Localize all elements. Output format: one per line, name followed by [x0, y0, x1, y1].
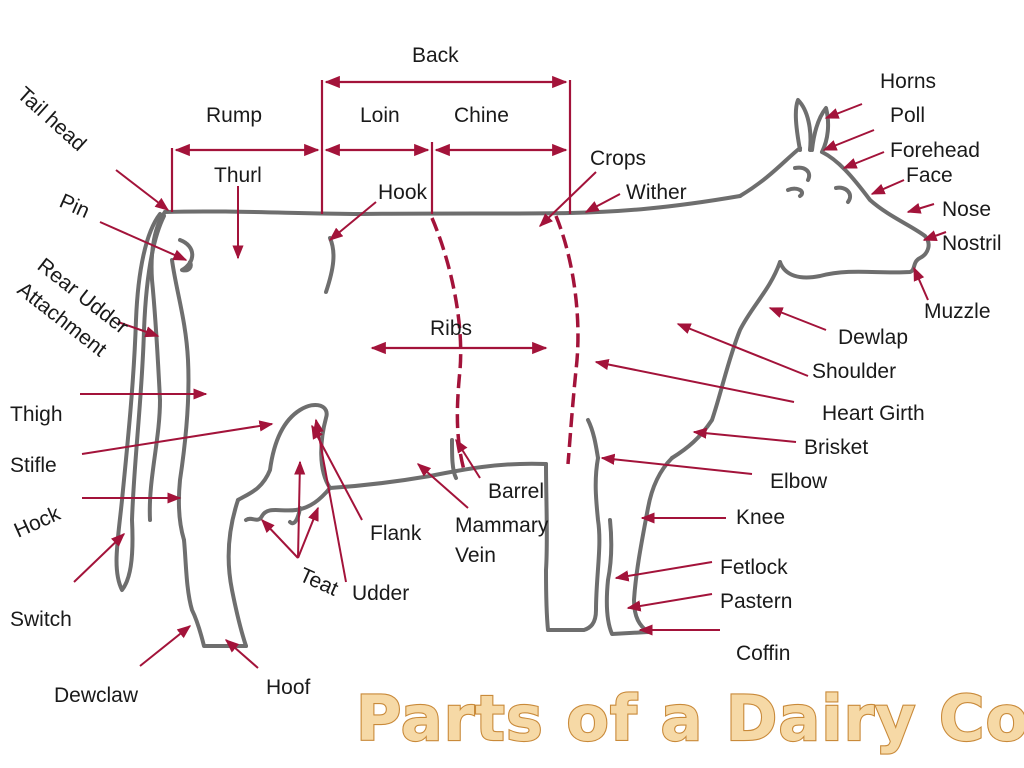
label-mammary-line1: Mammary [455, 514, 549, 537]
fetlock-arrow [616, 562, 712, 578]
hook-arrow [330, 202, 376, 240]
label-horns: Horns [880, 70, 936, 93]
label-udder: Udder [352, 582, 409, 605]
pointer-arrows [74, 104, 946, 668]
hind-hoof [184, 540, 246, 646]
label-rump: Rump [206, 104, 262, 127]
label-loin: Loin [360, 104, 400, 127]
label-tail-head: Tail head [13, 83, 91, 156]
elbow-arrow [602, 458, 752, 474]
label-pin: Pin [56, 190, 93, 223]
shoulder-arrow [678, 324, 808, 376]
label-fetlock: Fetlock [720, 556, 788, 579]
label-back: Back [412, 44, 459, 67]
label-thurl: Thurl [214, 164, 262, 187]
label-shoulder: Shoulder [812, 360, 896, 383]
rib-line-front [432, 218, 464, 470]
label-knee: Knee [736, 506, 785, 529]
hook-curve [326, 238, 333, 292]
tail [117, 214, 164, 590]
pastern-arrow [628, 594, 712, 608]
cheek [836, 188, 850, 202]
front-leg-back [546, 458, 599, 630]
flank-line [452, 440, 456, 478]
label-hook: Hook [378, 181, 428, 204]
teat-arrow-1 [262, 520, 298, 558]
label-thigh: Thigh [10, 403, 63, 426]
tail-head-arrow [116, 170, 168, 210]
label-nose: Nose [942, 198, 991, 221]
label-flank: Flank [370, 522, 422, 545]
label-switch: Switch [10, 608, 72, 631]
rib-line-rear [556, 216, 578, 464]
label-stifle: Stifle [10, 454, 57, 477]
label-teat: Teat [296, 564, 342, 601]
label-heart-girth: Heart Girth [822, 402, 925, 425]
udder-arrow [316, 420, 346, 582]
stifle-arrow [82, 424, 272, 454]
brisket-line [588, 420, 598, 458]
label-ribs: Ribs [430, 317, 472, 340]
label-forehead: Forehead [890, 139, 980, 162]
label-hoof: Hoof [266, 676, 311, 699]
horns-arrow [826, 104, 862, 118]
nose-arrow [908, 204, 934, 212]
label-chine: Chine [454, 104, 509, 127]
brisket-arrow [694, 432, 796, 442]
label-face: Face [906, 164, 953, 187]
label-dewclaw: Dewclaw [54, 684, 139, 707]
label-mammary-line2: Vein [455, 544, 496, 567]
pin-curve [180, 240, 192, 270]
udder-outline [238, 405, 330, 500]
teat-arrow-2 [298, 462, 300, 558]
label-elbow: Elbow [770, 470, 828, 493]
teat-arrow-3 [298, 508, 318, 558]
poll-arrow [824, 130, 874, 150]
label-barrel: Barrel [488, 480, 544, 503]
crops-arrow [540, 172, 596, 226]
label-coffin: Coffin [736, 642, 790, 665]
label-nostril: Nostril [942, 232, 1002, 255]
label-brisket: Brisket [804, 436, 868, 459]
label-pastern: Pastern [720, 590, 792, 613]
label-poll: Poll [890, 104, 925, 127]
eye [788, 168, 809, 196]
label-hock: Hock [11, 502, 65, 543]
forehead-arrow [844, 152, 884, 168]
rib-lines [432, 216, 578, 470]
flank-arrow [312, 426, 362, 520]
face-arrow [872, 180, 904, 194]
ear-right [812, 108, 828, 152]
dewlap-line [672, 262, 780, 458]
ear-left [796, 100, 811, 150]
muzzle-arrow [914, 268, 928, 300]
label-crops: Crops [590, 147, 646, 170]
label-wither: Wither [626, 181, 687, 204]
page-title: Parts of a Dairy Cow [356, 682, 1024, 755]
dewlap-arrow [770, 308, 826, 330]
dewclaw-arrow [140, 626, 190, 666]
heart-girth-arrow [596, 362, 794, 402]
udder-lower [246, 488, 330, 520]
label-dewlap: Dewlap [838, 326, 908, 349]
label-muzzle: Muzzle [924, 300, 991, 323]
hind-leg-front [229, 500, 246, 646]
